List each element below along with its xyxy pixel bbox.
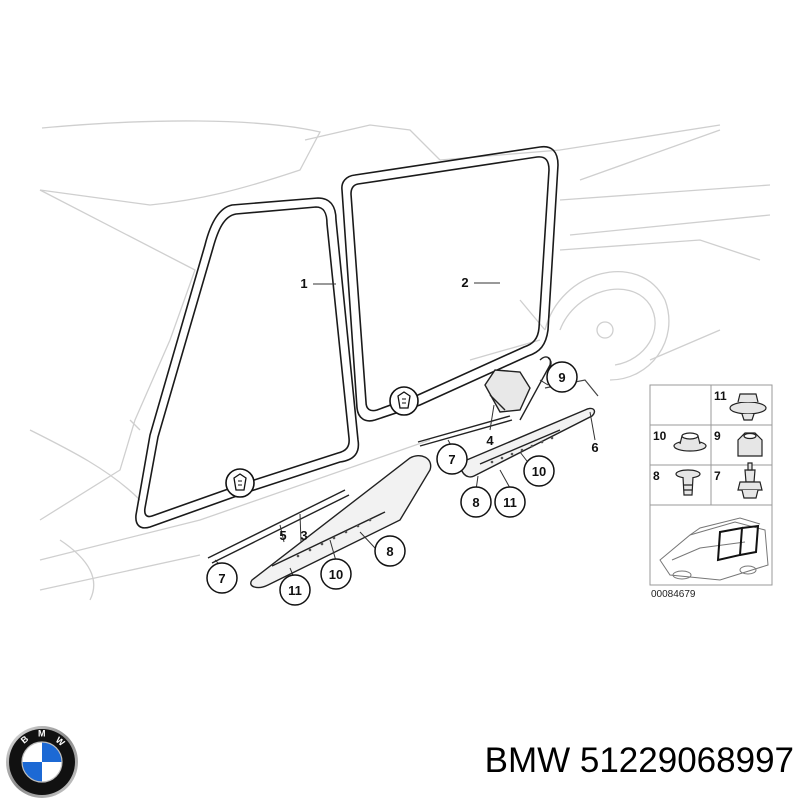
- callout-1: 1: [300, 276, 307, 291]
- callout-circle-9: 9: [546, 361, 578, 393]
- inset-label-9: 9: [714, 429, 721, 443]
- rear-door-seal: [341, 145, 559, 422]
- rivet-8-icon: [675, 469, 701, 496]
- logo-letter-b: B: [19, 733, 31, 745]
- inset-label-7: 7: [714, 469, 721, 483]
- seal-clip-marker-front: [225, 468, 255, 498]
- callout-circle-8-front: 8: [374, 535, 406, 567]
- logo-letter-m: M: [38, 729, 46, 739]
- callout-circle-11-rear: 11: [494, 486, 526, 518]
- fastener-inset-panel: 11 10 9 8 7: [649, 384, 773, 600]
- car-thumbnail: [659, 517, 769, 581]
- car-body-outline: [29, 120, 771, 601]
- rear-sill-weatherstrip: [417, 415, 513, 447]
- inset-label-10: 10: [653, 429, 667, 443]
- callout-circle-8-rear: 8: [460, 486, 492, 518]
- rear-door-trim-strip: [484, 356, 552, 421]
- callout-circle-7-rear: 7: [436, 443, 468, 475]
- inset-label-8: 8: [653, 469, 660, 483]
- brand-name: BMW: [484, 741, 571, 780]
- callout-3: 3: [300, 528, 307, 543]
- callout-circle-10-front: 10: [320, 558, 352, 590]
- callout-circle-7-front: 7: [206, 562, 238, 594]
- part-number: 51229068997: [579, 741, 794, 780]
- seal-clip-marker-rear: [389, 386, 419, 416]
- callout-10-front-label: 10: [329, 567, 343, 582]
- callout-11-rear-label: 11: [503, 495, 517, 510]
- callout-6: 6: [591, 440, 598, 455]
- callout-7-front-label: 7: [218, 571, 225, 586]
- bmw-logo-icon: B M W: [6, 726, 78, 798]
- callout-10-rear-label: 10: [532, 464, 546, 479]
- clip-11-icon: [729, 393, 767, 421]
- callout-8-rear-label: 8: [472, 495, 479, 510]
- callout-8-front-label: 8: [386, 544, 393, 559]
- front-entrance-sill-cover: [250, 454, 432, 589]
- callout-circle-11-front: 11: [279, 574, 311, 606]
- callout-circle-10-rear: 10: [523, 455, 555, 487]
- callout-9-label: 9: [558, 370, 565, 385]
- diagram-reference-number: 00084679: [651, 589, 696, 600]
- clip-7-icon: [737, 462, 763, 499]
- inset-label-11: 11: [714, 389, 727, 403]
- part-title: BMW 51229068997: [410, 741, 794, 781]
- nut-9-icon: [737, 432, 763, 457]
- logo-quadrants: [22, 742, 62, 782]
- callout-11-front-label: 11: [288, 583, 302, 598]
- callout-5: 5: [279, 528, 286, 543]
- clip-10-icon: [673, 432, 707, 452]
- callout-7-rear-label: 7: [448, 452, 455, 467]
- callout-2: 2: [461, 275, 468, 290]
- callout-4: 4: [486, 433, 494, 448]
